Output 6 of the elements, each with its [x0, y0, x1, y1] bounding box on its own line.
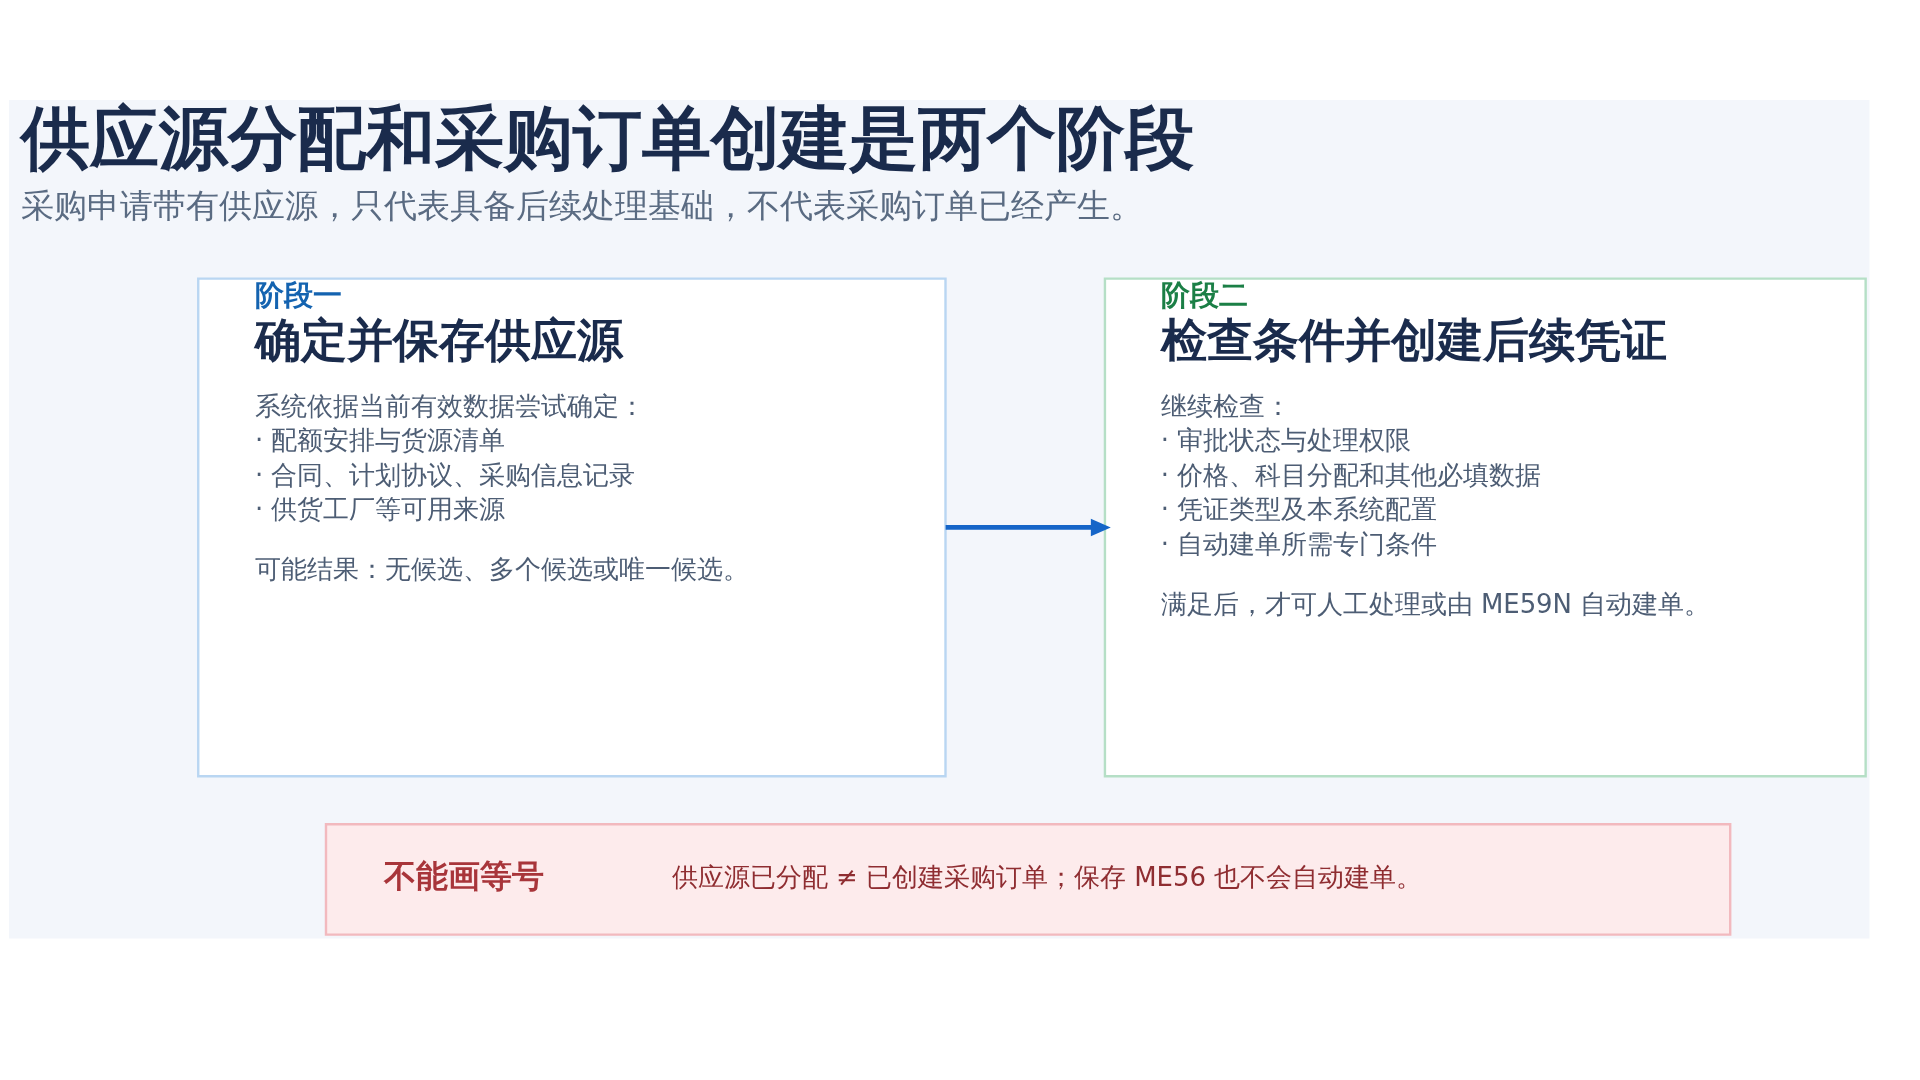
node-box: 阶段二 检查条件并创建后续凭证 继续检查： · 审批状态与处理权限 · 价格、科目分配和其他必填数据 · 凭证类型及本系统配置 · 自动建单所需专门条件 满足后，才可人工处理或由 ME59N 自动建单。 [1103, 277, 1867, 778]
node-box: 阶段一 确定并保存供应源 系统依据当前有效数据尝试确定： · 配额安排与货源清单 · 合同、计划协议、采购信息记录 · 供货工厂等可用来源 可能结果：无候选、多个候选或唯一候选。 [197, 277, 947, 778]
label: 采购申请带有供应源，只代表具备后续处理基础，不代表采购订单已经产生。 [20, 187, 1143, 226]
diagram-title: 供应源分配和采购订单创建是两个阶段 [20, 98, 1194, 179]
arrow [945, 518, 1111, 537]
node-box: 不能画等号 供应源已分配 ≠ 已创建采购订单；保存 ME56 也不会自动建单。 [324, 823, 1732, 936]
